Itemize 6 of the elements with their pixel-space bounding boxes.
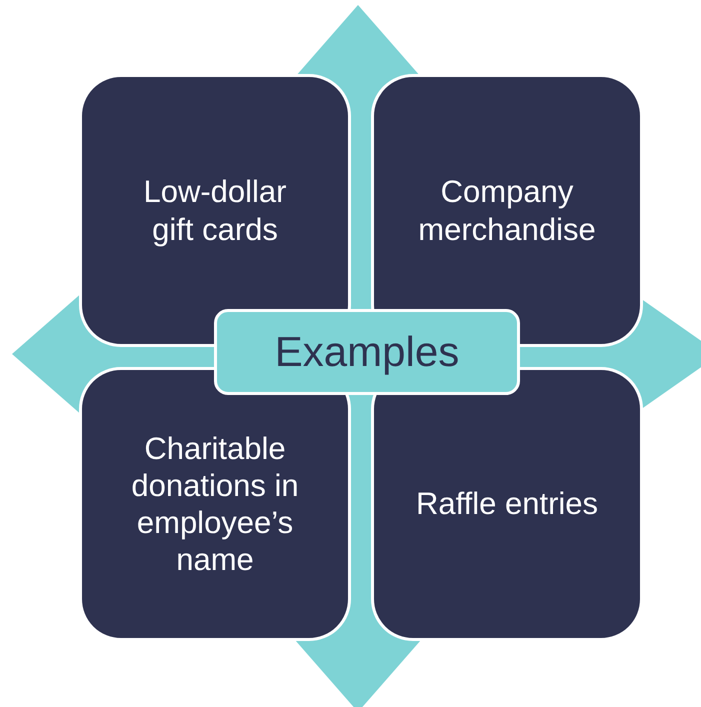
- box-text: Company merchandise: [417, 173, 597, 248]
- box-text: Raffle entries: [416, 485, 598, 523]
- box-text: Low-dollar gift cards: [142, 173, 288, 248]
- center-label-box: [214, 309, 520, 395]
- box-text: Examples: [274, 326, 460, 377]
- box-text: Charitable donations in employee’s name: [130, 430, 300, 578]
